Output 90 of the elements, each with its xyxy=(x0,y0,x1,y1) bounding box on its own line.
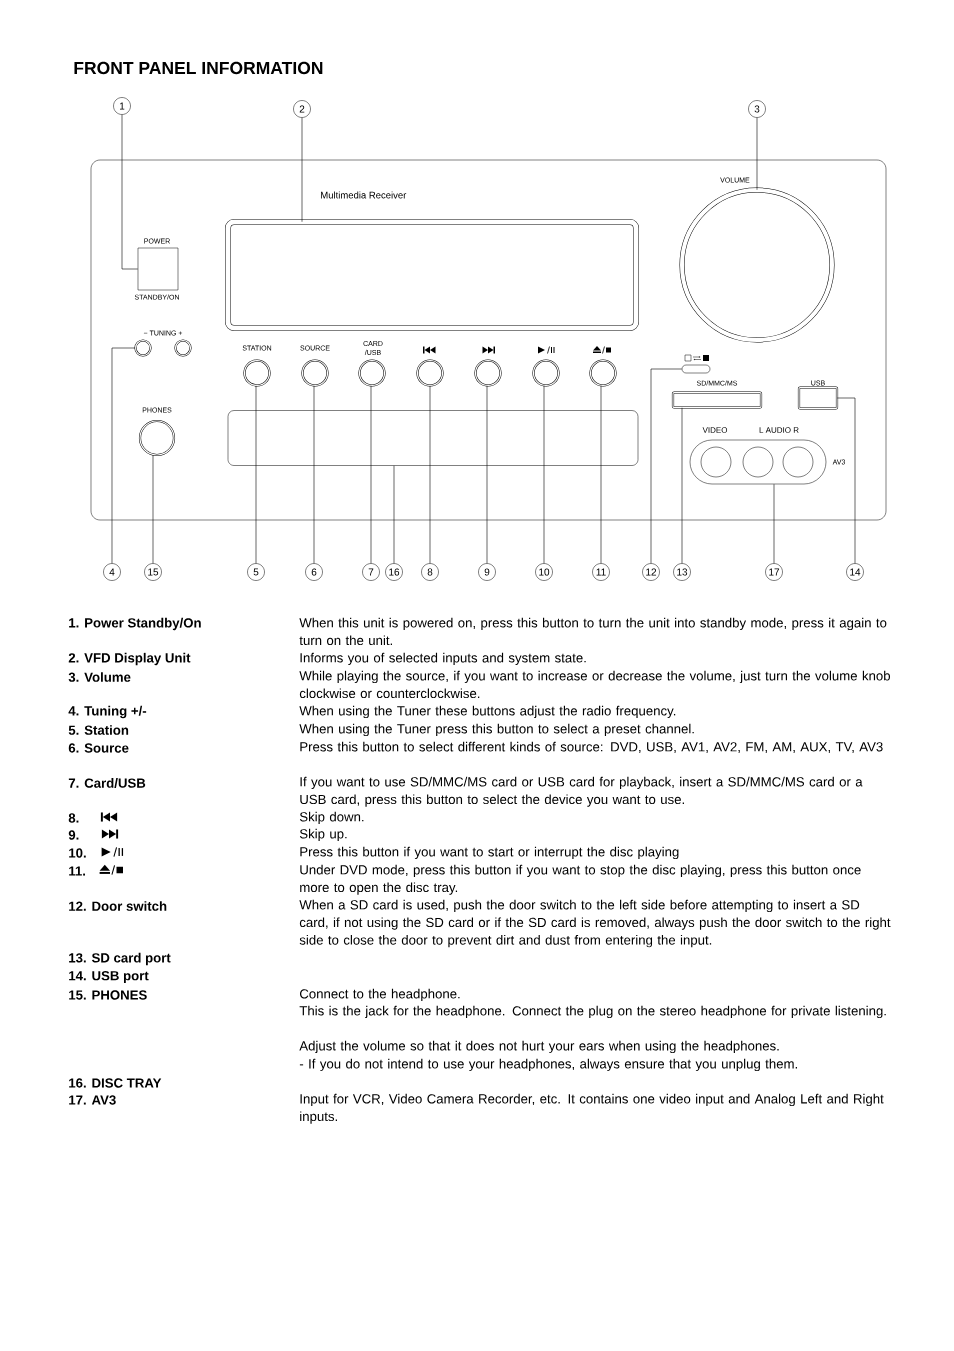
leader-line xyxy=(836,397,856,564)
leader-line xyxy=(121,114,139,270)
item-description: Input for VCR, Video Camera Recorder, etc. It contains one video input and Analog Left and Right inputs. xyxy=(300,1093,884,1124)
item-heading: 13. SD card port xyxy=(69,952,171,966)
button xyxy=(589,359,617,387)
item-heading: 7. Card/USB xyxy=(68,778,146,788)
callout-number: 15 xyxy=(144,563,162,581)
item-heading: 17. AV3 xyxy=(69,1095,116,1105)
item-heading: 6. Source xyxy=(68,743,129,753)
callout-number: 2 xyxy=(293,100,311,118)
model-text: Multimedia Receiver xyxy=(321,191,407,199)
callout-number: 14 xyxy=(846,563,864,581)
item-heading: 16. DISC TRAY xyxy=(69,1078,162,1088)
item-description: When this unit is powered on, press this button to turn the unit into standby mode, press it again to turn on the unit. xyxy=(299,617,887,646)
callout-number: 10 xyxy=(535,563,553,581)
leader-line xyxy=(370,385,372,564)
callout-number: 5 xyxy=(247,563,265,581)
item-heading: 14. USB port xyxy=(69,971,149,983)
leader-line xyxy=(650,368,683,564)
callout-number: 17 xyxy=(765,563,783,581)
item-description: Informs you of selected inputs and system state. xyxy=(300,652,586,666)
item-description: When using the Tuner press this button to select a preset channel. xyxy=(299,723,694,737)
button xyxy=(301,359,329,387)
callout-number: 13 xyxy=(673,563,691,581)
headphone-jack xyxy=(138,419,176,457)
item-description: Press this button to select different kinds of source: DVD, USB, AV1, AV2, FM, AM, AUX, TV, AV3 xyxy=(300,741,883,754)
leader-line xyxy=(152,454,154,564)
callout-number: 9 xyxy=(478,563,496,581)
item-heading: 11. xyxy=(69,866,85,876)
leader-line xyxy=(773,483,775,564)
item-description: Skip down. xyxy=(299,811,364,825)
leader-line xyxy=(486,385,488,564)
item-description: When using the Tuner these buttons adjust the radio frequency. xyxy=(299,705,676,719)
item-description: While playing the source, if you want to increase or decrease the volume, just turn the volume knob clockwise or counterclockwise. xyxy=(299,670,890,699)
leader-line xyxy=(543,385,545,564)
item-description: If you want to use SD/MMC/MS card or USB card for playback, insert a SD/MMC/MS card or a USB card, press this button to select the device you want to use. xyxy=(300,776,863,807)
card-slot xyxy=(671,391,763,409)
callout-number: 16 xyxy=(385,563,403,581)
disc-tray xyxy=(227,410,639,466)
button xyxy=(358,359,386,387)
door-switch xyxy=(681,364,711,374)
item-heading: 15. PHONES xyxy=(69,990,147,1000)
leader-line xyxy=(301,117,303,223)
callout-number: 7 xyxy=(362,563,380,581)
callout-number: 12 xyxy=(642,563,660,581)
leader-line xyxy=(313,385,315,564)
item-description: Skip up. xyxy=(299,828,347,842)
item-description: This is the jack for the headphone. Connect the plug on the stereo headphone for private listening. xyxy=(299,1005,886,1019)
item-heading: 4. Tuning +/- xyxy=(68,705,147,719)
item-heading: 5. Station xyxy=(68,725,129,735)
leader-line xyxy=(600,385,602,564)
power-button xyxy=(137,247,179,291)
leader-line xyxy=(111,347,136,564)
item-description: Under DVD mode, press this button if you want to stop the disc playing, press this button once more to open the disc tray. xyxy=(300,864,861,895)
av-input-panel xyxy=(689,439,827,485)
item-heading: 1. Power Standby/On xyxy=(69,617,201,631)
leader-line xyxy=(681,407,683,564)
leader-line xyxy=(429,385,431,564)
panel-label: L AUDIO R xyxy=(759,427,799,433)
item-description: Adjust the volume so that it does not hurt your ears when using the headphones. xyxy=(299,1040,779,1054)
tuning-button xyxy=(134,339,152,357)
usb-port xyxy=(797,386,839,410)
button xyxy=(243,359,271,387)
button xyxy=(532,359,560,387)
leader-line xyxy=(393,465,395,564)
display-window xyxy=(225,219,639,331)
item-heading: 9. xyxy=(68,830,79,840)
button xyxy=(416,359,444,387)
button xyxy=(474,359,502,387)
panel-label: VIDEO xyxy=(702,427,728,433)
item-heading: 8. xyxy=(68,813,79,823)
item-description: When a SD card is used, push the door switch to the left side before attempting to insert a SD card, if not using the SD card or if the SD card is removed, always push the door switch to the right side to close the door to prevent dirt and dust from entering the input. xyxy=(299,899,891,948)
item-heading: 2. VFD Display Unit xyxy=(68,652,191,666)
leader-line xyxy=(756,117,758,191)
callout-number: 11 xyxy=(592,563,610,581)
item-description: Press this button if you want to start or interrupt the disc playing xyxy=(300,846,679,860)
callout-number: 1 xyxy=(113,97,131,115)
item-heading: 10. xyxy=(69,848,86,858)
callout-number: 8 xyxy=(421,563,439,581)
item-description: - If you do not intend to use your headphones, always ensure that you unplug them. xyxy=(299,1058,797,1072)
volume-knob xyxy=(679,187,835,343)
leader-line xyxy=(255,385,257,564)
tuning-button xyxy=(174,339,192,357)
callout-number: 3 xyxy=(748,100,766,118)
callout-number: 4 xyxy=(103,563,121,581)
item-heading: 3. Volume xyxy=(68,672,131,682)
item-description: Connect to the headphone. xyxy=(300,988,460,1002)
title: FRONT PANEL INFORMATION xyxy=(74,61,323,75)
item-heading: 12. Door switch xyxy=(69,901,167,911)
callout-number: 6 xyxy=(305,563,323,581)
